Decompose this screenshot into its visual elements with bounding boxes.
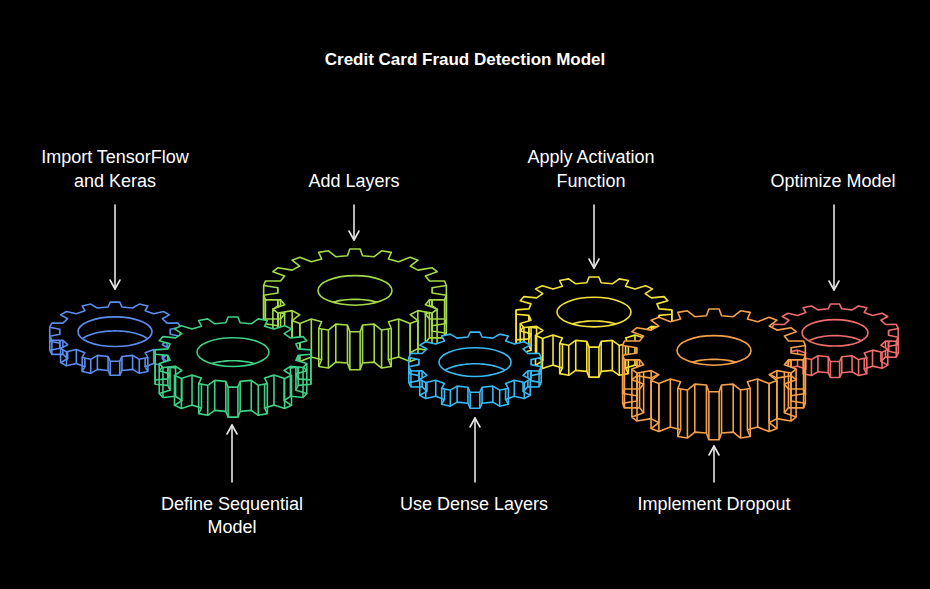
- gear-outline: [406, 330, 544, 410]
- gear-label: Import TensorFlow and Keras: [25, 145, 205, 193]
- gear-face: [772, 304, 899, 361]
- gear-face: [623, 309, 806, 392]
- leader-arrow: [589, 205, 599, 268]
- gear-label-box: Import TensorFlow and Keras: [25, 145, 205, 193]
- leader-arrow: [227, 425, 237, 482]
- gear-outline: [620, 307, 808, 442]
- leader-arrow: [829, 205, 839, 290]
- gear-hole: [318, 275, 392, 305]
- gear-label: Apply Activation Function: [506, 145, 676, 193]
- gear-hole-wall: [78, 331, 152, 346]
- gear-label-box: Apply Activation Function: [506, 145, 676, 193]
- gear-label: Define Sequential Model: [145, 493, 320, 539]
- gear-hole-wall: [677, 359, 751, 374]
- gear-hole: [439, 348, 511, 377]
- leader-arrow: [110, 205, 120, 289]
- gear-hole-wall: [197, 361, 269, 375]
- gear-hole-wall: [557, 321, 631, 336]
- gear-hole: [197, 338, 269, 367]
- gear-label-box: Define Sequential Model: [145, 493, 320, 539]
- gear-outline: [153, 315, 313, 419]
- gear-hole-wall: [802, 336, 868, 349]
- gear-hole: [557, 297, 631, 327]
- gear-label-box: Use Dense Layers: [364, 493, 584, 516]
- gear-hole: [677, 335, 751, 365]
- gear-face: [264, 249, 447, 332]
- gear-label-box: Implement Dropout: [604, 493, 824, 516]
- gear-face: [155, 317, 311, 387]
- leader-arrow: [349, 205, 359, 240]
- gear-node: Define Sequential Model: [153, 315, 313, 419]
- gear-hole: [78, 317, 152, 347]
- gear-hole: [802, 320, 868, 346]
- leader-arrow: [470, 418, 480, 482]
- gear-label: Use Dense Layers: [364, 493, 584, 516]
- gear-hole-wall: [318, 299, 392, 314]
- gear-label-box: Optimize Model: [723, 169, 930, 193]
- gear-label: Add Layers: [244, 169, 464, 193]
- leader-arrow: [709, 446, 719, 482]
- gear-label: Optimize Model: [723, 169, 930, 193]
- gear-label-box: Add Layers: [244, 169, 464, 193]
- gear-label: Implement Dropout: [604, 493, 824, 516]
- gear-hole-wall: [439, 364, 511, 378]
- gear-node: Implement Dropout: [620, 307, 808, 442]
- diagram-title: Credit Card Fraud Detection Model: [0, 49, 930, 71]
- gear-node: Use Dense Layers: [406, 330, 544, 410]
